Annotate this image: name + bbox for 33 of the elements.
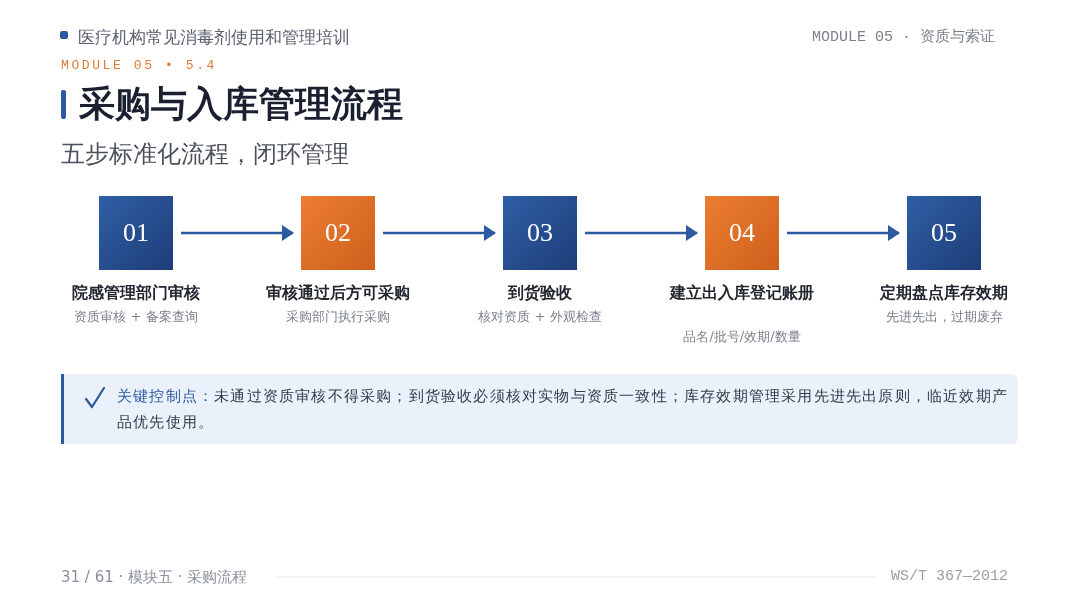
step-description: 先进先出，过期废弃 (885, 309, 1003, 326)
step-description: 核对资质 + 外观检查 (478, 309, 602, 326)
step-number: 04 (729, 220, 755, 246)
standard-reference: WS/T 367—2012 (890, 568, 1008, 586)
step-box (705, 196, 779, 270)
section-number: MODULE 05 • 5.4 (61, 58, 218, 74)
arrow (787, 225, 900, 241)
step-description: 采购部门执行采购 (286, 309, 390, 326)
step-title: 建立出入库登记账册 (670, 283, 814, 303)
step-box (503, 196, 577, 270)
arrow (383, 225, 496, 241)
step-description: 资质审核 + 备案查询 (74, 309, 198, 326)
step-title: 审核通过后方可采购 (266, 283, 410, 303)
subtitle: 五步标准化流程，闭环管理 (61, 140, 349, 169)
step-title: 到货验收 (508, 283, 572, 303)
step-box (99, 196, 173, 270)
header-text: 医疗机构常见消毒剂使用和管理培训 (78, 27, 350, 48)
module-tag: MODULE 05 · 资质与索证 (811, 29, 995, 47)
arrow (585, 225, 698, 241)
arrow (181, 225, 294, 241)
step-title: 院感管理部门审核 (72, 283, 200, 303)
step-box (301, 196, 375, 270)
step-title: 定期盘点库存效期 (880, 283, 1008, 303)
callout-text: 关键控制点：未通过资质审核不得采购；到货验收必须核对实物与资质一致性；库存效期管理采用先进先出原则，临近效期产品优先使用。 (117, 386, 1009, 433)
step-box (907, 196, 981, 270)
page-footer: 31 / 61 · 模块五 · 采购流程 (61, 568, 248, 586)
step-number: 01 (123, 220, 149, 246)
step-number: 05 (931, 220, 957, 246)
slide-title: 采购与入库管理流程 (79, 84, 403, 124)
callout-panel (61, 374, 1018, 444)
step-number: 03 (527, 220, 553, 246)
step-description: 品名/批号/效期/数量 (683, 329, 801, 346)
step-number: 02 (325, 220, 351, 246)
